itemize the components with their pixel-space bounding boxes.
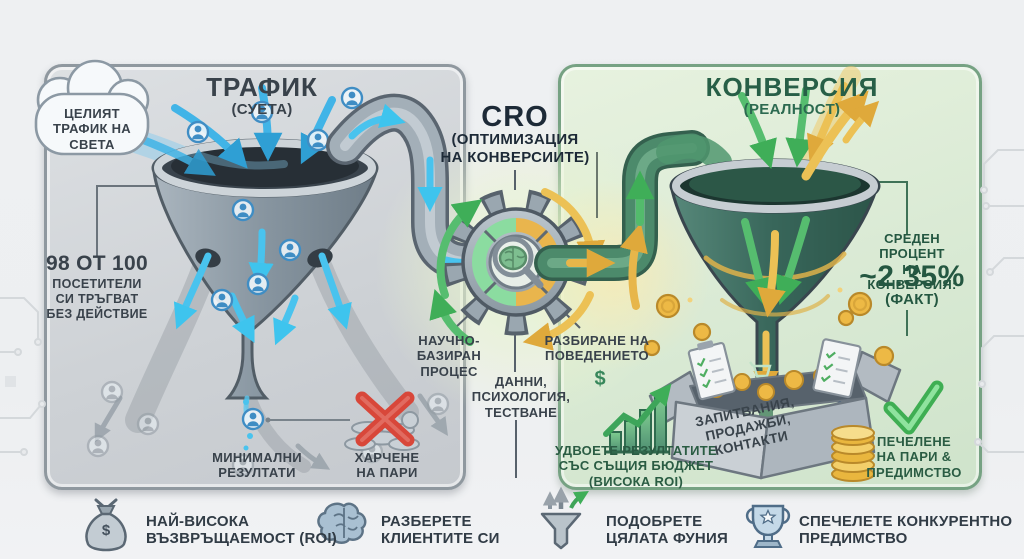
funnel-arrows-icon: [540, 486, 589, 550]
conversion-arrows: [738, 82, 880, 397]
conversion-title: КОНВЕРСИЯ: [705, 72, 879, 102]
funnel-drip: [241, 395, 350, 451]
money-waste-label: ХАРЧЕНЕ НА ПАРИ: [354, 450, 420, 481]
double-results-label: УДВОЕТЕ РЕЗУЛТАТИТЕ СЪС СЪЩИЯ БЮДЖЕТ (ВИ…: [555, 443, 717, 489]
minimal-results-label: МИНИМАЛНИ РЕЗУЛТАТИ: [212, 450, 302, 481]
avg-conversion-value: ~2.35%: [859, 260, 965, 293]
win-money-label: ПЕЧЕЛЕНЕ НА ПАРИ & ПРЕДИМСТВО: [866, 434, 962, 480]
growth-chart-icon: [603, 383, 672, 454]
money-bag-dollar: $: [101, 522, 111, 539]
dollar-sign: $: [594, 368, 606, 390]
traffic-subtitle: (СУЕТА): [231, 101, 293, 118]
avg-conversion-title: СРЕДЕН ПРОЦЕНТ НА КОНВЕРСИЯ:: [867, 231, 957, 292]
checklist-paper-left: [687, 340, 736, 401]
science-process-label: НАУЧНО- БАЗИРАН ПРОЦЕС: [416, 333, 482, 379]
footer-advantage-label: СПЕЧЕЛЕТЕ КОНКУРЕНТНО ПРЕДИМСТВО: [799, 513, 1013, 548]
checklist-paper-right: [812, 338, 862, 399]
brain-icon-footer: [317, 502, 367, 544]
circuit-pattern-right: [974, 149, 1024, 453]
success-checkmark-icon: [883, 380, 944, 435]
magnifier-icon: [492, 236, 544, 289]
brain-icon: [498, 245, 528, 271]
cro-subtitle: (ОПТИМИЗАЦИЯ НА КОНВЕРСИИТЕ): [440, 131, 590, 166]
footer-customers-label: РАЗБЕРЕТЕ КЛИЕНТИТЕ СИ: [381, 513, 500, 548]
money-bag-icon: [85, 498, 127, 552]
bounce-stat-value: 98 ОТ 100: [46, 252, 148, 275]
floating-coins: [643, 287, 895, 367]
traffic-funnel: [86, 84, 450, 477]
behavior-label: РАЗБИРАНЕ НА ПОВЕДЕНИЕТО: [544, 333, 650, 364]
coin-stack: [831, 425, 875, 482]
center-connector-lines: [454, 152, 598, 478]
footer-roi-label: НАЙ-ВИСОКА ВЪЗВРЪЩАЕМОСТ (ROI): [146, 513, 337, 548]
cloud-label: ЦЕЛИЯТ ТРАФИК НА СВЕТА: [53, 106, 131, 152]
footer-funnel-label: ПОДОБРЕТЕ ЦЯЛАТА ФУНИЯ: [606, 513, 728, 548]
avg-conversion-note: (ФАКТ): [885, 291, 939, 308]
conversion-subtitle: (РЕАЛНОСТ): [743, 101, 841, 118]
bounce-stat-caption: ПОСЕТИТЕЛИ СИ ТРЪГВАТ БЕЗ ДЕЙСТВИЕ: [46, 277, 148, 321]
red-x-icon: [355, 391, 415, 447]
traffic-title: ТРАФИК: [206, 72, 318, 102]
trophy-icon: [745, 504, 791, 548]
data-psych-label: ДАННИ, ПСИХОЛОГИЯ, ТЕСТВАНЕ: [471, 374, 571, 420]
world-traffic-cloud: [34, 59, 150, 156]
circuit-pattern-left: [0, 297, 46, 456]
cro-title: CRO: [481, 101, 549, 133]
